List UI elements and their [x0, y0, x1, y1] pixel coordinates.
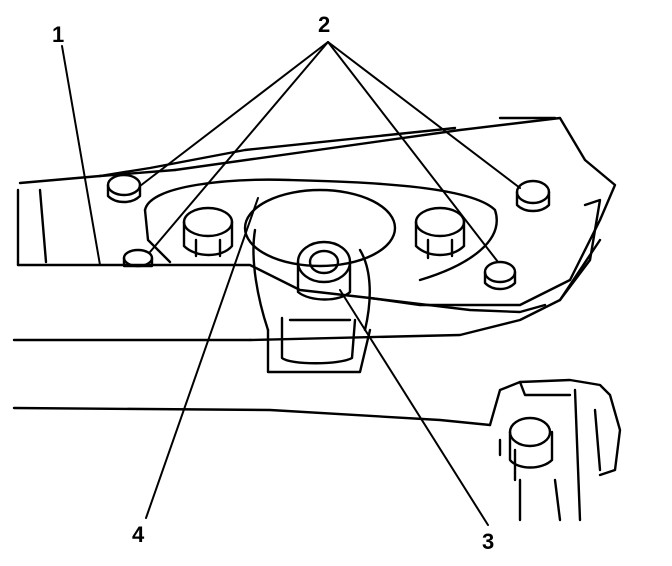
mounting-bolt-lower-right	[483, 260, 517, 291]
lower-bracket	[488, 378, 622, 522]
leader-2a	[139, 41, 329, 187]
leader-2c	[327, 41, 521, 189]
frame-rail	[12, 168, 492, 427]
mount-bracket	[98, 116, 617, 342]
callout-4: 4	[132, 522, 145, 547]
mounting-bolt-upper-left	[106, 173, 142, 204]
callout-1: 1	[52, 22, 65, 47]
leader-lines	[61, 41, 521, 526]
mount-nut-right	[414, 206, 466, 260]
callout-3: 3	[482, 529, 495, 554]
leader-2d	[327, 41, 499, 263]
leader-3	[339, 289, 489, 526]
transmission-mount	[143, 178, 498, 374]
callout-2: 2	[318, 12, 331, 37]
mount-nut-left	[182, 206, 234, 258]
mounting-bolt-upper-right	[515, 179, 551, 213]
leader-1	[61, 45, 101, 266]
leader-2b	[149, 41, 329, 253]
mount-through-bolt	[296, 240, 352, 301]
leader-4	[145, 197, 259, 519]
mounting-bolt-lower-left	[122, 248, 154, 268]
